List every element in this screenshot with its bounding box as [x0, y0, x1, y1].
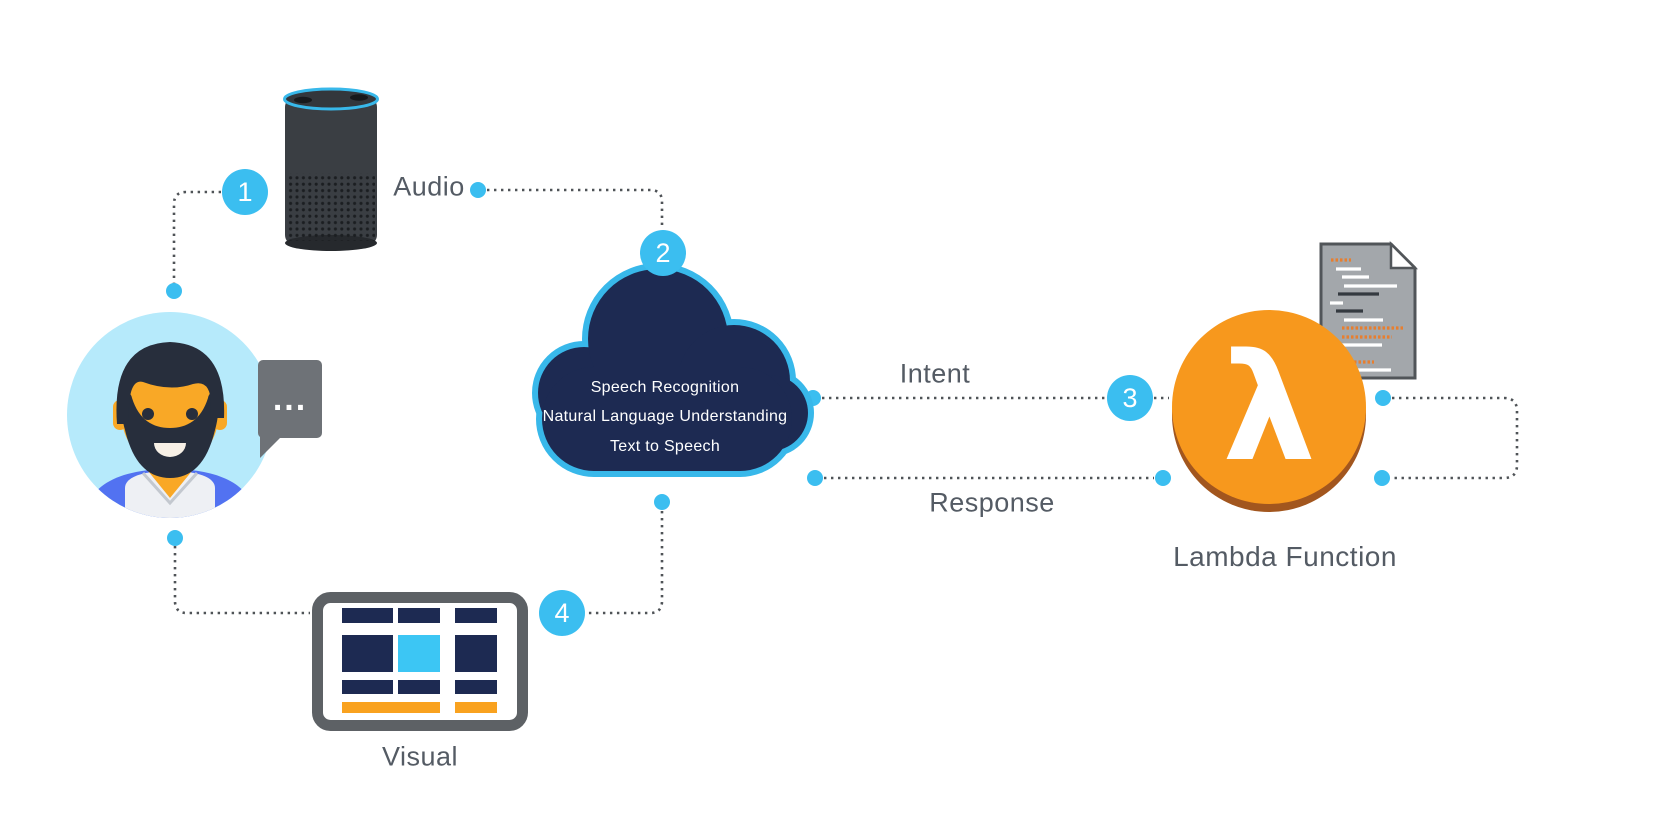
visual-label: Visual — [381, 741, 459, 772]
step-badge-3: 3 — [1107, 375, 1153, 421]
alexa-service-cloud: Speech Recognition Natural Language Unde… — [520, 263, 814, 477]
connector-dots — [166, 182, 1391, 546]
speech-bubble-icon — [258, 360, 322, 458]
speech-bubble-text: ... — [272, 380, 308, 418]
aws-lambda-icon: λ — [1172, 310, 1366, 512]
step-badge-2: 2 — [640, 230, 686, 276]
amazon-echo-icon — [283, 87, 379, 251]
audio-label: Audio — [393, 171, 465, 202]
line-user-to-visual — [173, 546, 310, 615]
cloud-icon — [532, 263, 814, 477]
intent-label: Intent — [899, 358, 971, 389]
line-user-to-step1 — [172, 190, 221, 292]
lambda-symbol: λ — [1222, 322, 1316, 494]
line-lambda-loop — [1391, 396, 1519, 480]
visual-display-icon — [312, 592, 528, 731]
cloud-service-label: Natural Language Understanding — [542, 408, 788, 425]
lambda-function-label: Lambda Function — [1173, 541, 1397, 572]
cloud-service-label: Speech Recognition — [590, 379, 740, 396]
step-badge-1: 1 — [222, 169, 268, 215]
cloud-service-label: Text to Speech — [609, 438, 721, 455]
user-avatar — [67, 312, 273, 518]
step-badge-4: 4 — [539, 590, 585, 636]
response-label: Response — [929, 487, 1055, 518]
line-audio-to-step2 — [487, 188, 664, 229]
line-cloud-to-step4 — [587, 511, 664, 615]
